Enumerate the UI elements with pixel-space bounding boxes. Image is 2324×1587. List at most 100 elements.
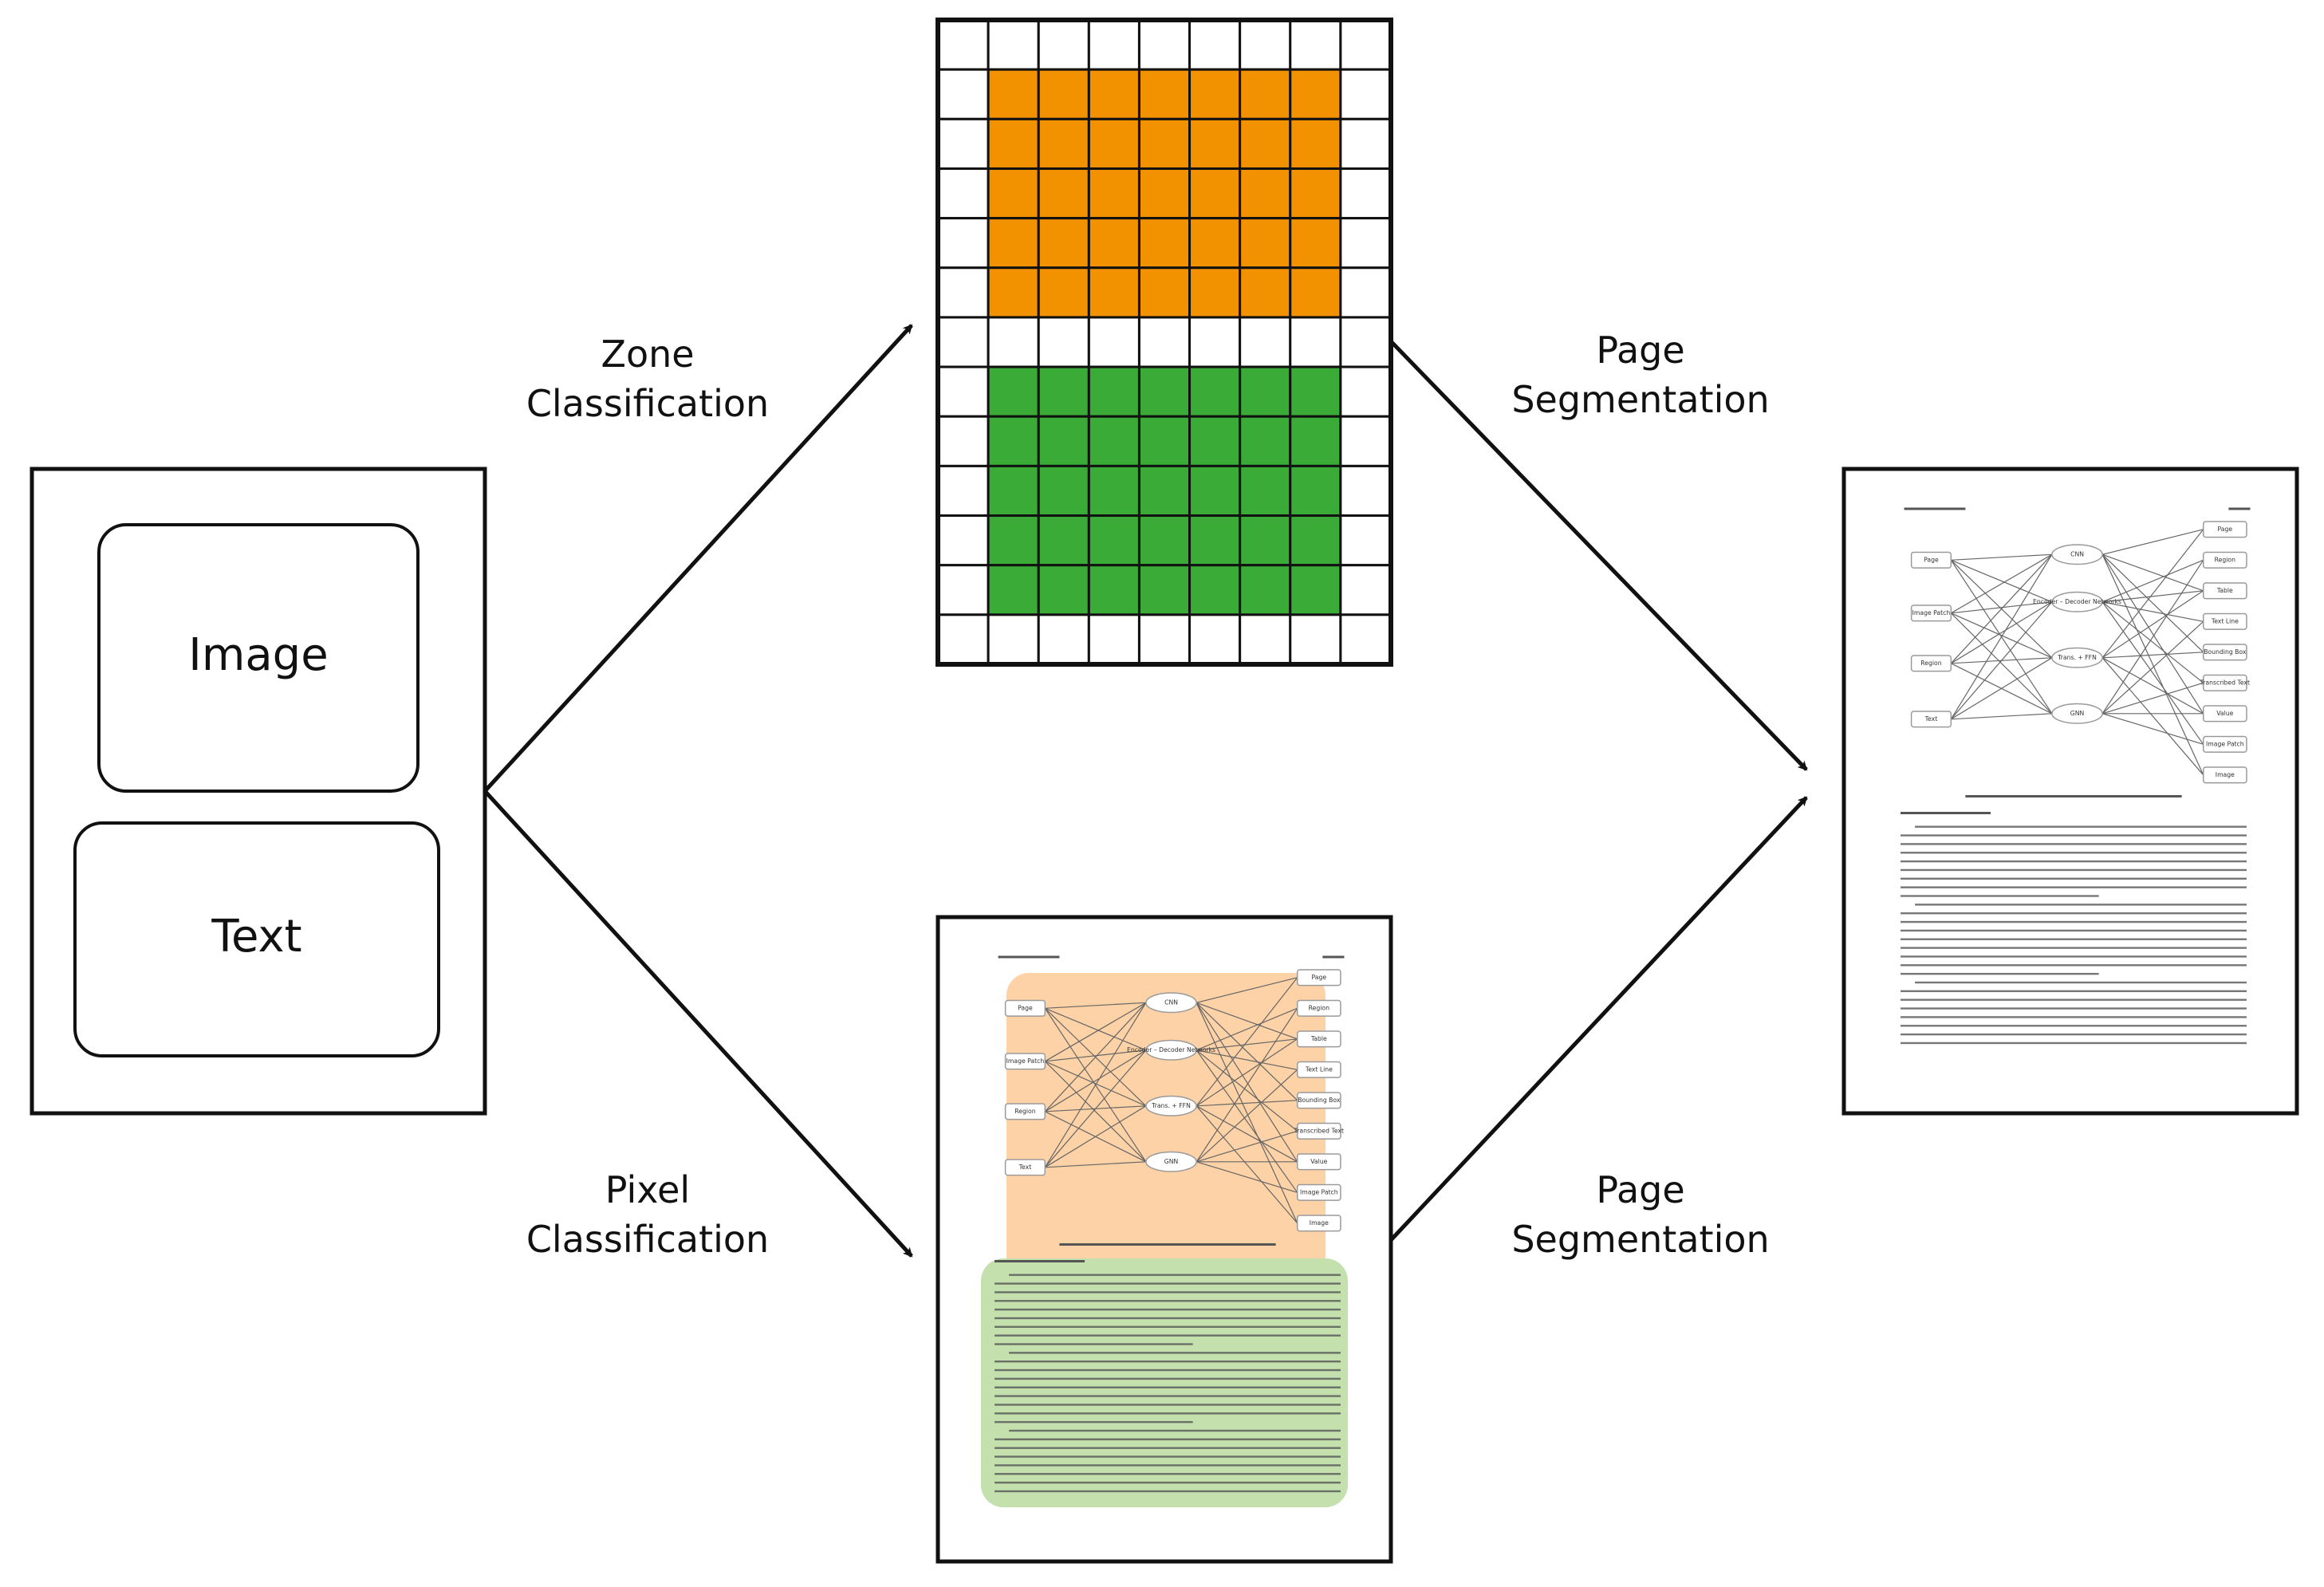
edge-page-segmentation-bottom-label-line: Page (1596, 1168, 1684, 1211)
grid-cell-image (1037, 117, 1090, 170)
grid-cell-empty (936, 68, 990, 120)
thumb-model-node-label: Trans. + FFN (2057, 654, 2097, 661)
thumb-header-right (2228, 507, 2251, 510)
thumb-text-line (995, 1386, 1341, 1388)
thumb-text-line (995, 1308, 1341, 1311)
thumb-edge (1951, 559, 2053, 603)
thumb-model-node-label: GNN (2070, 710, 2084, 717)
grid-cell-image (1289, 266, 1342, 319)
grid-cell-text (1087, 514, 1140, 567)
grid-cell-empty (936, 514, 990, 567)
thumb-input-node-label: Text (1018, 1164, 1032, 1171)
thumb-text-line (1009, 1429, 1341, 1432)
grid-cell-empty (1339, 18, 1392, 71)
grid-cell-image (1087, 68, 1140, 120)
thumb-edge (1195, 1105, 1298, 1224)
grid-cell-image (1239, 117, 1292, 170)
grid-cell-image (1037, 217, 1090, 270)
thumb-text-line (995, 1447, 1341, 1449)
thumb-text-line (1915, 825, 2247, 828)
grid-cell-image (987, 167, 1040, 220)
thumb-edge (2101, 601, 2204, 683)
grid-cell-empty (1188, 18, 1242, 71)
grid-cell-text (1137, 464, 1192, 518)
thumb-header-right (1322, 955, 1345, 959)
thumb-output-node-label: Text Line (1305, 1065, 1333, 1073)
thumb-text-line (1901, 895, 2099, 897)
thumb-text-line (995, 1361, 1341, 1363)
grid-cell-text (1239, 365, 1292, 418)
thumb-output-node-label: Page (2218, 526, 2233, 533)
grid-cell-empty (987, 18, 1040, 71)
thumb-edge (2101, 620, 2204, 715)
thumb-model-node (1145, 992, 1197, 1014)
grid-cell-empty (1137, 316, 1192, 368)
grid-cell-image (1239, 266, 1292, 319)
grid-cell-empty (1137, 613, 1192, 666)
grid-cell-text (1137, 415, 1192, 467)
grid-cell-image (1137, 266, 1192, 319)
thumb-output-node-label: Image Patch (1300, 1188, 1338, 1195)
grid-cell-text (1188, 415, 1242, 467)
thumb-output-node (2202, 612, 2247, 630)
grid-cell-text (1037, 415, 1090, 467)
thumb-edge (1045, 1061, 1147, 1107)
output-page-frame (1841, 467, 2299, 1116)
grid-cell-text (1239, 464, 1292, 518)
thumb-text-line (995, 1464, 1341, 1467)
thumb-text-line (1901, 972, 2099, 975)
thumb-output-node-label: Transcribed Text (1294, 1127, 1344, 1134)
thumb-edge (1045, 1007, 1147, 1051)
grid-cell-text (1289, 514, 1342, 567)
thumb-text-line (1901, 938, 2247, 940)
thumb-text-line (995, 1481, 1341, 1484)
thumb-output-node-label: Region (1309, 1004, 1329, 1011)
thumb-edge (1045, 1049, 1147, 1112)
thumb-edge (2101, 559, 2204, 715)
grid-cell-image (1037, 167, 1090, 220)
thumb-text-line (1915, 904, 2247, 906)
text-block (73, 821, 440, 1057)
grid-cell-empty (1339, 464, 1392, 518)
thumb-text-line (995, 1473, 1341, 1475)
thumb-text-line (1901, 964, 2247, 967)
thumb-model-node (2051, 591, 2103, 612)
thumb-text-line (1009, 1352, 1341, 1354)
image-block (97, 523, 420, 793)
thumb-model-node (1145, 1095, 1197, 1116)
text-block-label: Text (211, 911, 301, 963)
edge-pixel-classification-label-line: Classification (526, 1218, 769, 1261)
grid-cell-text (1037, 365, 1090, 418)
grid-cell-text (1188, 514, 1242, 567)
thumb-edge (1195, 1007, 1298, 1051)
thumb-output-node-label: Image Patch (2206, 740, 2244, 747)
grid-cell-image (987, 117, 1040, 170)
thumb-output-node (1296, 969, 1341, 986)
thumb-output-node (1296, 1030, 1341, 1048)
thumb-text-line (995, 1490, 1341, 1493)
thumb-edge (1951, 553, 2052, 561)
thumb-output-node-label: Table (1310, 1035, 1327, 1042)
thumb-edge (1195, 1069, 1298, 1163)
edge-page-segmentation-bottom-label-line: Segmentation (1511, 1218, 1769, 1261)
grid-cell-empty (1037, 316, 1090, 368)
thumb-model-node-label: Trans. + FFN (1151, 1102, 1191, 1109)
thumb-edge (1044, 1002, 1147, 1168)
grid-cell-empty (1037, 18, 1090, 71)
thumb-model-node-label: CNN (1164, 998, 1178, 1006)
grid-cell-empty (1339, 266, 1392, 319)
grid-cell-text (1188, 564, 1242, 616)
thumb-input-node-label: Image Patch (1006, 1057, 1045, 1065)
thumb-input-node (1004, 1159, 1046, 1176)
thumb-output-node (1296, 1215, 1341, 1232)
thumb-edge (1951, 553, 2053, 614)
thumb-edge (1196, 977, 1298, 1003)
thumb-text-line (1901, 1025, 2247, 1027)
thumb-header-left (1904, 507, 1966, 510)
grid-cell-image (1188, 68, 1242, 120)
thumb-text-line (995, 1291, 1341, 1294)
thumb-output-node-label: Value (1310, 1158, 1327, 1165)
thumb-edge (1045, 1161, 1146, 1168)
